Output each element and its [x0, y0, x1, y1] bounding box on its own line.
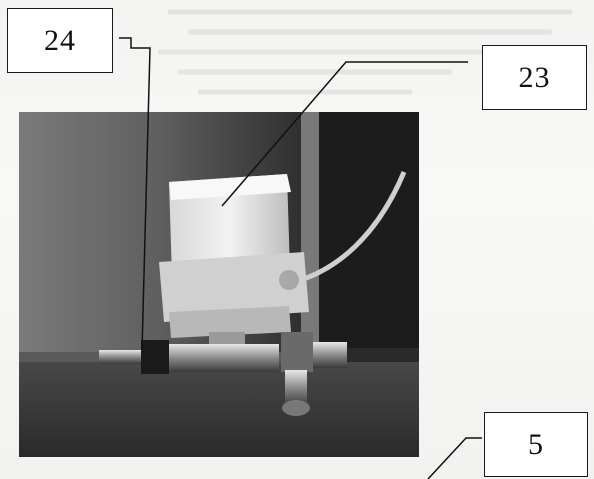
- callout-label-23: 23: [518, 60, 551, 94]
- shelf-surface: [19, 357, 419, 457]
- valve-photograph: [19, 112, 419, 457]
- callout-box-23: 23: [482, 45, 587, 110]
- callout-box-5: 5: [484, 412, 588, 477]
- callout-box-24: 24: [7, 8, 113, 73]
- fitting-24: [141, 340, 169, 374]
- valve-body: [169, 344, 279, 372]
- outlet-fitting: [285, 370, 307, 406]
- actuator-base: [159, 252, 309, 322]
- callout-label-24: 24: [44, 23, 76, 57]
- callout-label-5: 5: [528, 427, 544, 461]
